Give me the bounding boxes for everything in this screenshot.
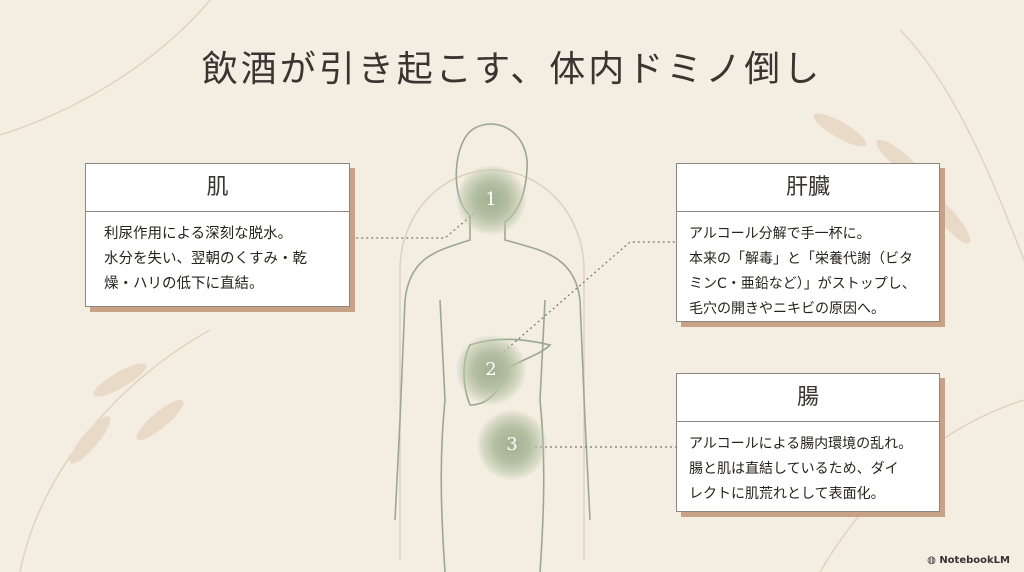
connector-lines — [352, 209, 676, 448]
card-text: アルコールによる腸内環境の乱れ。 — [689, 436, 913, 452]
card-text: 利尿作用による深刻な脱水。 — [104, 226, 293, 242]
marker-3: 3 — [477, 410, 547, 480]
card-text: 水分を失い、翌朝のくすみ・乾 — [104, 251, 307, 267]
card-text: 燥・ハリの低下に直結。 — [104, 276, 264, 292]
marker-1: 1 — [456, 165, 526, 235]
marker-2: 2 — [456, 335, 526, 405]
card-gut: 腸 アルコールによる腸内環境の乱れ。腸と肌は直結しているため、ダイレクトに肌荒れ… — [676, 373, 940, 512]
brand-name: NotebookLM — [939, 555, 1010, 566]
card-text: アルコール分解で手一杯に。 — [689, 226, 871, 242]
card-heading: 肌 — [86, 164, 349, 212]
card-text: 本来の「解毒」と「栄養代謝（ビタ — [689, 251, 913, 267]
brand-logo: ◍ NotebookLM — [927, 555, 1010, 566]
card-text: ミンC・亜鉛など）」がストップし、 — [689, 276, 916, 292]
card-text: 腸と肌は直結しているため、ダイ — [689, 461, 899, 477]
card-text: レクトに肌荒れとして表面化。 — [689, 486, 885, 502]
card-skin: 肌 利尿作用による深刻な脱水。水分を失い、翌朝のくすみ・乾燥・ハリの低下に直結。 — [85, 163, 350, 307]
notebooklm-icon: ◍ — [927, 555, 940, 566]
card-heading: 腸 — [677, 374, 939, 422]
card-text: 毛穴の開きやニキビの原因へ。 — [689, 301, 885, 317]
card-heading: 肝臓 — [677, 164, 939, 212]
card-liver: 肝臓 アルコール分解で手一杯に。本来の「解毒」と「栄養代謝（ビタミンC・亜鉛など… — [676, 163, 940, 322]
page-title: 飲酒が引き起こす、体内ドミノ倒し — [201, 49, 823, 90]
